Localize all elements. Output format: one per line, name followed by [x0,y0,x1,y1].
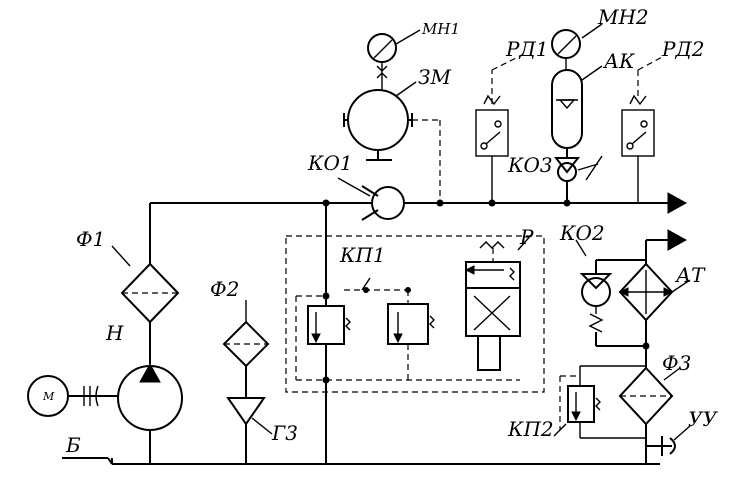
label-p: Р [519,225,534,249]
directional-valve-p [464,233,533,371]
check-valve-ko3 [553,155,603,203]
filler-g3 [226,397,273,464]
label-ko3: КО3 [507,153,553,177]
label-rd2: РД2 [661,37,704,61]
relief-valve-kp2 [553,365,646,439]
label-f2: Ф2 [210,277,239,301]
label-ko2: КО2 [559,221,605,245]
label-f1: Ф1 [76,227,105,251]
relief-valve-kp1 [295,203,371,464]
pressure-switch-rd2 [621,55,665,203]
tank-line [62,457,660,465]
junction-dots [322,199,650,384]
pressure-line [150,192,688,214]
labels: МН1 МН2 ЗМ РД1 АК РД2 КО1 КО3 Ф1 КП1 Р К… [42,5,718,457]
label-m: М [42,390,55,403]
label-zm: ЗМ [418,65,451,89]
label-mn1: МН1 [421,20,460,38]
gauge-mh1 [367,29,421,90]
filter-f1 [111,203,180,324]
label-ko1: КО1 [307,151,353,175]
motor-m [27,375,118,417]
drain-uu [646,425,691,456]
label-f3: Ф3 [662,351,691,375]
label-mn2: МН2 [597,5,649,29]
relief-valve-aux [296,287,520,381]
check-valve-ko2 [575,239,613,333]
pump-3m [343,81,441,203]
filter-f3 [618,366,681,464]
gauge-mh2 [551,23,603,70]
filter-f2 [222,300,270,398]
check-valve-ko1 [337,177,405,221]
label-ak: АК [602,49,635,73]
label-kp1: КП1 [339,243,386,267]
hydro-panel-boundary [285,235,545,393]
pressure-switch-rd1 [475,55,521,203]
label-rd1: РД1 [505,37,548,61]
cooler-at [595,229,691,368]
accumulator-ak [551,65,603,158]
label-at: АТ [674,263,706,287]
label-kp2: КП2 [507,417,554,441]
label-h: Н [105,321,124,345]
label-g3: Г3 [271,421,298,445]
pump-h [117,322,183,464]
label-uu: УУ [688,407,718,431]
label-b: Б [65,433,81,457]
